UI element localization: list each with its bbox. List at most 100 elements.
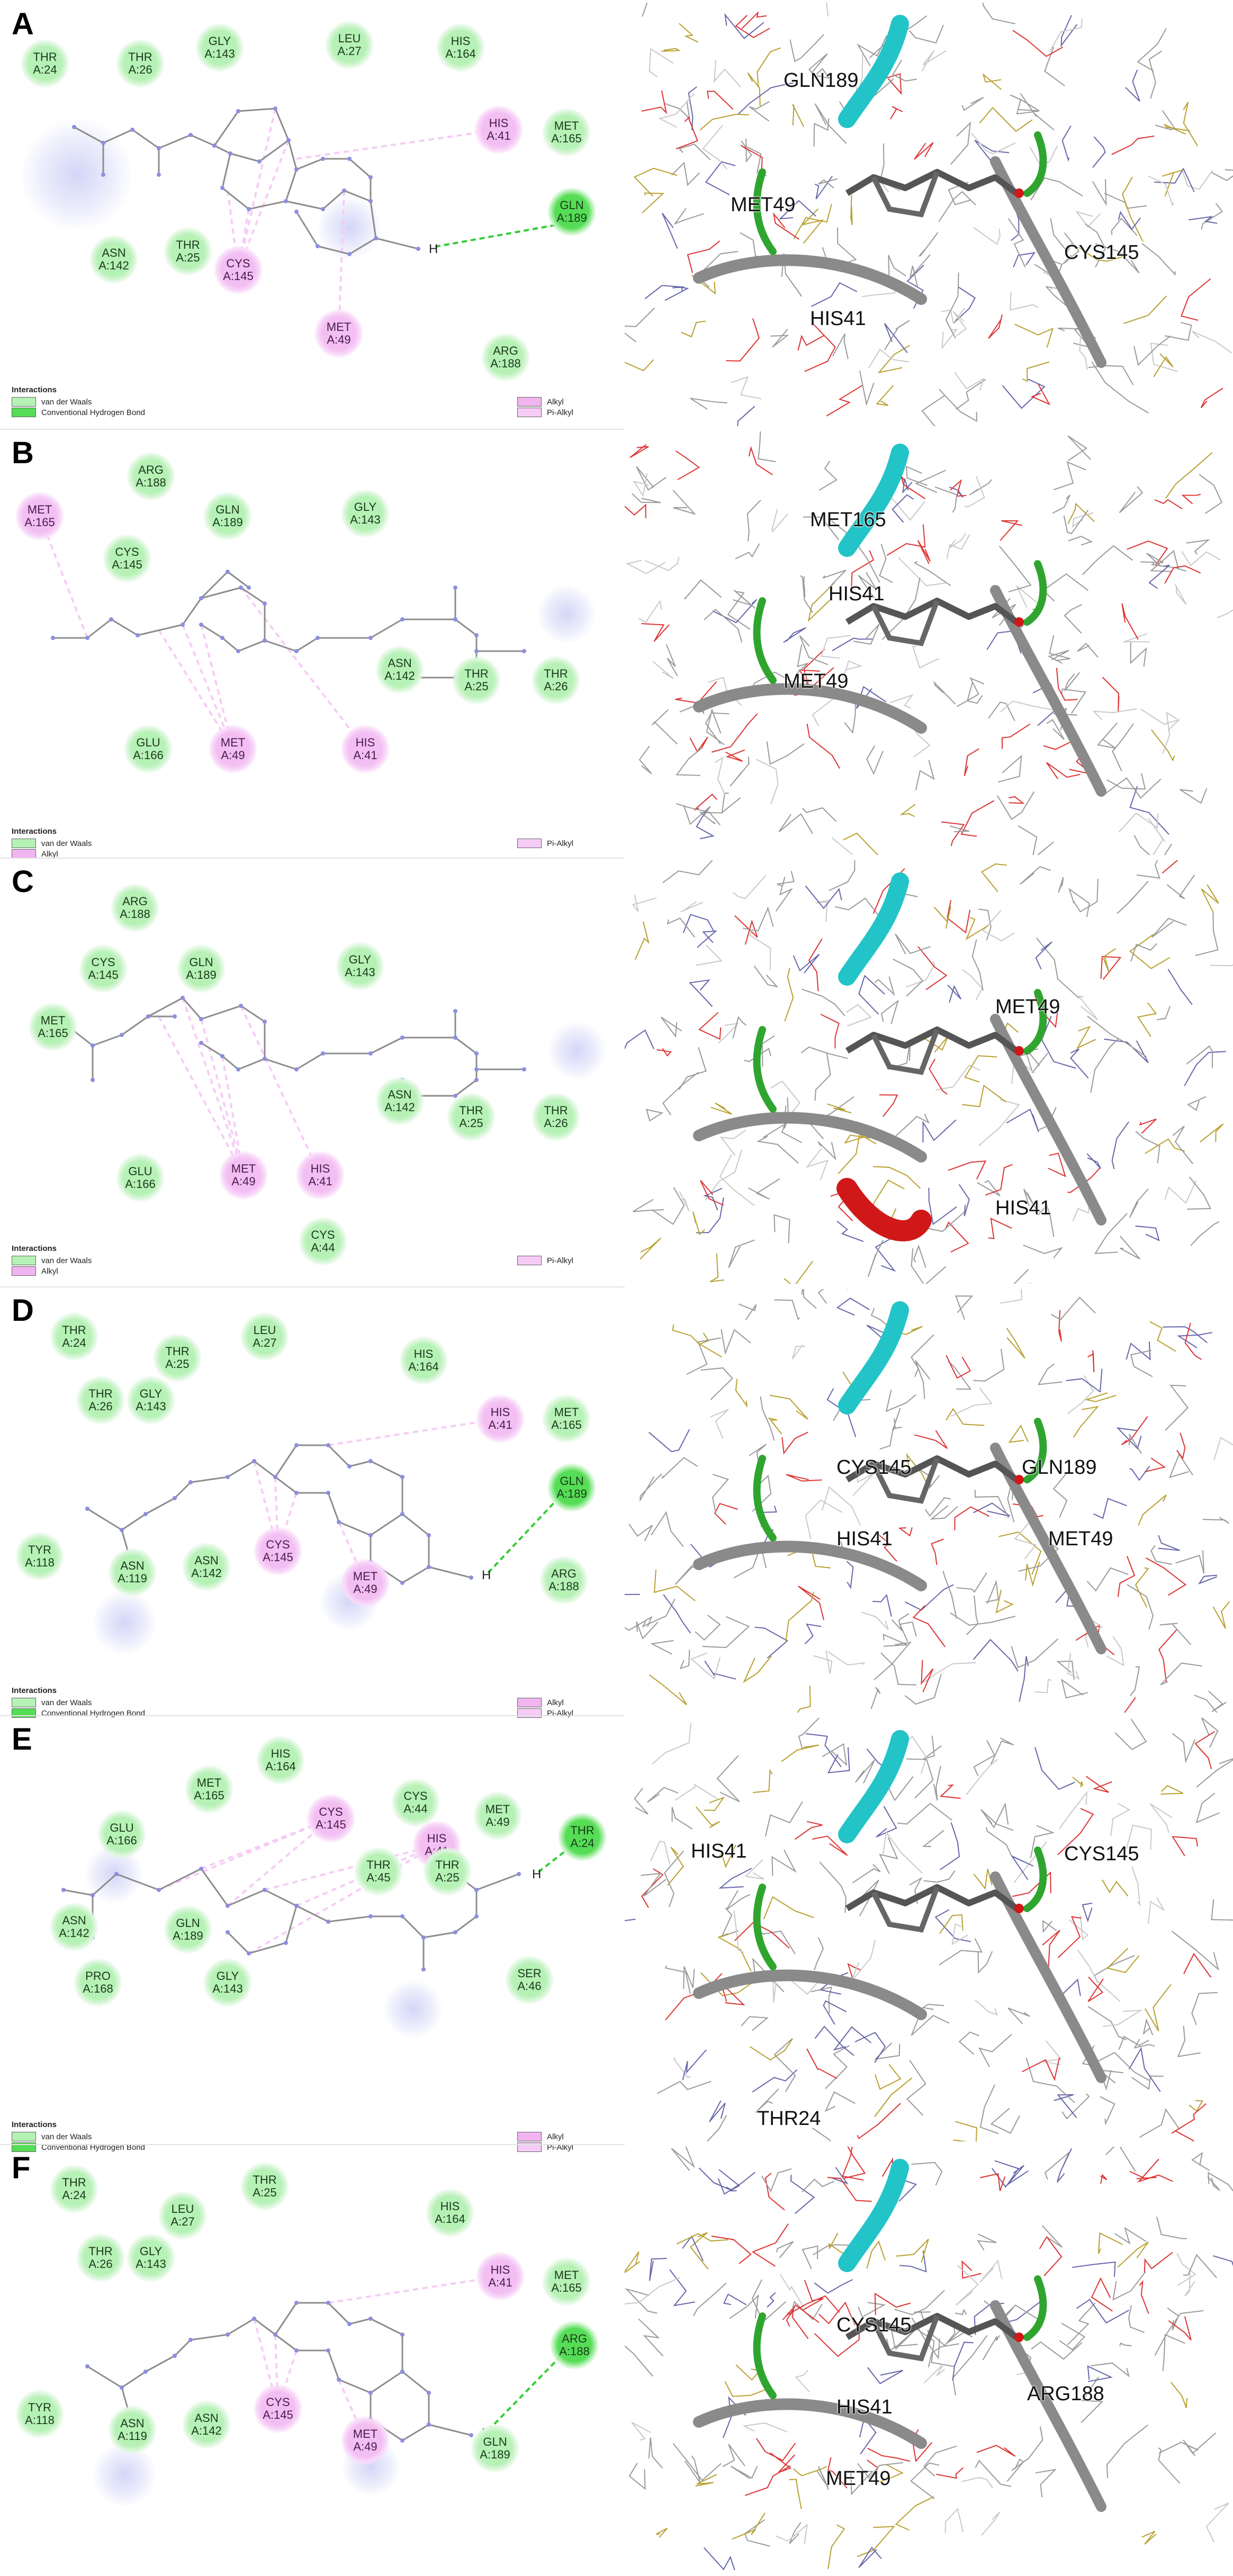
residue-wireframe bbox=[1093, 1498, 1127, 1519]
residue-wireframe bbox=[1013, 1269, 1031, 1284]
ligand-atom bbox=[247, 586, 251, 590]
residue-wireframe bbox=[636, 1622, 659, 1640]
residue-wireframe bbox=[998, 1532, 1042, 1575]
residue-wireframe bbox=[945, 1408, 985, 1426]
residue-wireframe bbox=[1213, 1437, 1233, 1461]
residue-wireframe bbox=[1100, 2096, 1115, 2125]
ligand-atom bbox=[284, 1941, 288, 1945]
ligand-atom bbox=[400, 1581, 404, 1585]
residue-wireframe bbox=[642, 192, 664, 214]
residue-name: GLY bbox=[348, 953, 372, 966]
residue-wireframe bbox=[1111, 135, 1155, 155]
residue-wireframe bbox=[982, 2335, 1000, 2361]
residue-wireframe bbox=[690, 398, 727, 410]
residue-wireframe bbox=[634, 1788, 649, 1815]
residue-wireframe bbox=[1120, 1236, 1140, 1260]
residue-wireframe bbox=[1038, 1363, 1063, 1385]
residue-wireframe bbox=[914, 470, 946, 493]
ligand-atom bbox=[91, 1893, 95, 1897]
residue-wireframe bbox=[734, 915, 758, 945]
residue-wireframe bbox=[789, 34, 825, 62]
residue-wireframe bbox=[751, 2279, 787, 2323]
residue-wireframe bbox=[966, 1759, 998, 1795]
ligand-atom bbox=[263, 1057, 267, 1061]
residue-wireframe bbox=[1130, 1349, 1153, 1377]
ligand-oxygen bbox=[1014, 1904, 1024, 1913]
residue-wireframe bbox=[1170, 2382, 1188, 2408]
residue-wireframe bbox=[780, 2274, 805, 2308]
residue-wireframe bbox=[786, 2304, 820, 2327]
ligand-atom bbox=[199, 1017, 203, 1021]
residue-wireframe bbox=[1149, 550, 1180, 572]
residue-wireframe bbox=[730, 756, 750, 787]
ligand-bond bbox=[221, 140, 298, 210]
residue-wireframe bbox=[1052, 1468, 1071, 1518]
residue-wireframe bbox=[650, 1841, 671, 1865]
residue-wireframe bbox=[793, 204, 832, 239]
residue-wireframe bbox=[1072, 2262, 1116, 2277]
residue-wireframe bbox=[1025, 2057, 1075, 2103]
residue-name: CYS bbox=[266, 1538, 290, 1551]
residue-wireframe bbox=[1042, 2040, 1062, 2066]
residue-wireframe bbox=[802, 988, 845, 1016]
residue-wireframe bbox=[1205, 2502, 1229, 2543]
residue-wireframe bbox=[664, 1965, 691, 1994]
residue-wireframe bbox=[638, 2318, 664, 2357]
residue-wireframe bbox=[897, 1803, 952, 1825]
residue-wireframe bbox=[1090, 2362, 1130, 2377]
legend-swatch bbox=[517, 2132, 542, 2141]
residue-chain-number: A:189 bbox=[480, 2448, 510, 2461]
residue-wireframe bbox=[653, 1569, 696, 1601]
residue-wireframe bbox=[811, 282, 858, 307]
residue-wireframe bbox=[1110, 1803, 1131, 1836]
residue-name: CYS bbox=[319, 1805, 343, 1818]
residue-wireframe bbox=[1129, 786, 1169, 835]
residue-wireframe bbox=[1171, 1931, 1219, 1971]
residue-wireframe bbox=[1118, 2035, 1149, 2050]
ligand-atom bbox=[252, 2317, 256, 2321]
legend-label: van der Waals bbox=[41, 2132, 92, 2141]
residue-wireframe bbox=[680, 901, 704, 913]
residue-wireframe bbox=[752, 1474, 772, 1512]
residue-wireframe bbox=[1130, 1666, 1140, 1696]
residue-name: ASN bbox=[194, 1554, 219, 1567]
residue-wireframe bbox=[952, 2341, 974, 2381]
ligand-atom bbox=[400, 1475, 404, 1479]
residue-wireframe bbox=[638, 745, 652, 774]
residue-wireframe bbox=[1118, 211, 1141, 230]
residue-wireframe bbox=[784, 1260, 813, 1284]
ligand-atom bbox=[120, 1033, 124, 1037]
residue-wireframe bbox=[980, 863, 1007, 893]
residue-wireframe bbox=[1177, 2025, 1201, 2058]
residue-3d-label: THR24 bbox=[757, 2107, 821, 2130]
residue-wireframe bbox=[743, 906, 774, 932]
residue-wireframe bbox=[718, 1868, 752, 1889]
residue-wireframe bbox=[1053, 461, 1086, 491]
residue-wireframe bbox=[1091, 2277, 1113, 2312]
residue-chain-number: A:145 bbox=[316, 1818, 346, 1831]
ligand-atom bbox=[157, 1888, 161, 1892]
residue-wireframe bbox=[1154, 2310, 1204, 2356]
residue-wireframe bbox=[850, 2470, 874, 2496]
residue-wireframe bbox=[836, 1298, 870, 1316]
residue-chain-number: A:119 bbox=[118, 1572, 147, 1585]
ligand-atom bbox=[337, 1520, 341, 1524]
residue-wireframe bbox=[886, 2338, 918, 2353]
residue-name: ASN bbox=[388, 656, 412, 670]
residue-wireframe bbox=[1135, 1567, 1149, 1608]
ligand-atom bbox=[522, 649, 526, 653]
ribbon-segment bbox=[753, 1026, 777, 1113]
residue-wireframe bbox=[1035, 941, 1052, 970]
residue-wireframe bbox=[1128, 2047, 1161, 2092]
residue-wireframe bbox=[648, 2437, 663, 2469]
residue-name: THR bbox=[88, 2245, 113, 2258]
residue-chain-number: A:189 bbox=[556, 211, 587, 224]
residue-wireframe bbox=[914, 142, 934, 160]
residue-wireframe bbox=[676, 116, 698, 150]
ligand-atom bbox=[368, 636, 373, 640]
ligand-oxygen bbox=[1014, 1046, 1024, 1056]
